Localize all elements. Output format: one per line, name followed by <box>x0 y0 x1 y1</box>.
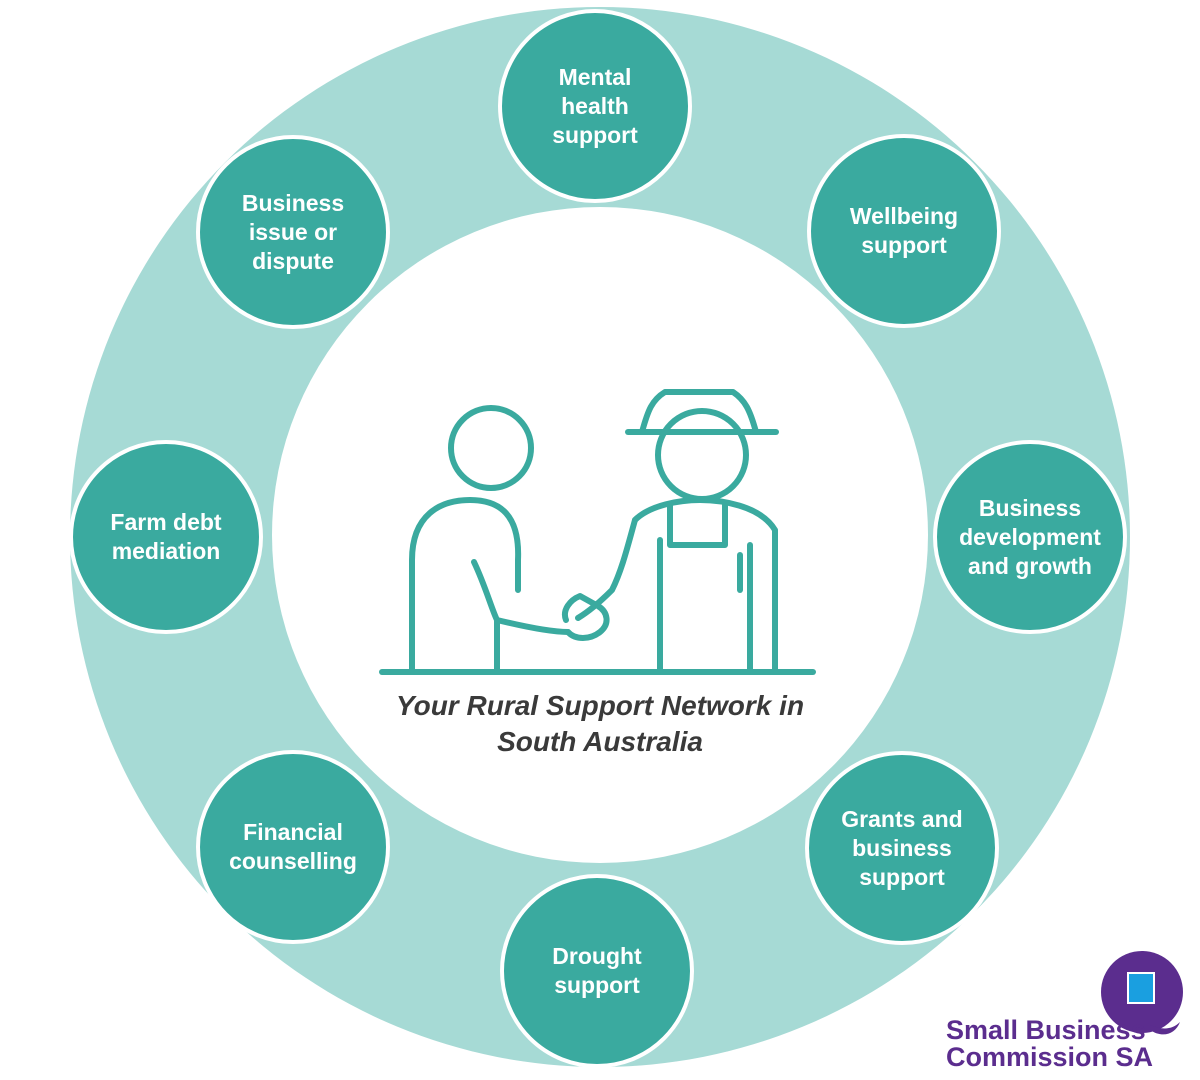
node-business-development: Business development and growth <box>933 440 1127 634</box>
node-business-issue-dispute: Business issue or dispute <box>196 135 390 329</box>
center-circle <box>272 207 928 863</box>
speech-bubble-logo-icon <box>1101 951 1183 1035</box>
node-drought-support: Drought support <box>500 874 694 1068</box>
diagram-title: Your Rural Support Network in South Aust… <box>395 690 805 757</box>
node-financial-counselling: Financial counselling <box>196 750 390 944</box>
node-wellbeing-support: Wellbeing support <box>807 134 1001 328</box>
node-label: Business development and growth <box>959 494 1101 579</box>
node-label: Wellbeing support <box>849 203 959 258</box>
node-mental-health-support: Mental health support <box>498 9 692 203</box>
node-label: Business issue or dispute <box>241 189 345 274</box>
node-label: Grants and business support <box>841 805 963 890</box>
node-label: Financial counselling <box>229 819 357 874</box>
node-label: Drought support <box>552 943 642 998</box>
logo-text: Small Business Commission SA <box>946 1015 1154 1072</box>
node-grants-business-support: Grants and business support <box>805 751 999 945</box>
node-farm-debt-mediation: Farm debt mediation <box>69 440 263 634</box>
node-label: Mental health support <box>552 63 638 148</box>
node-label: Farm debt mediation <box>110 509 222 564</box>
handshake-farmer-icon <box>379 389 816 675</box>
